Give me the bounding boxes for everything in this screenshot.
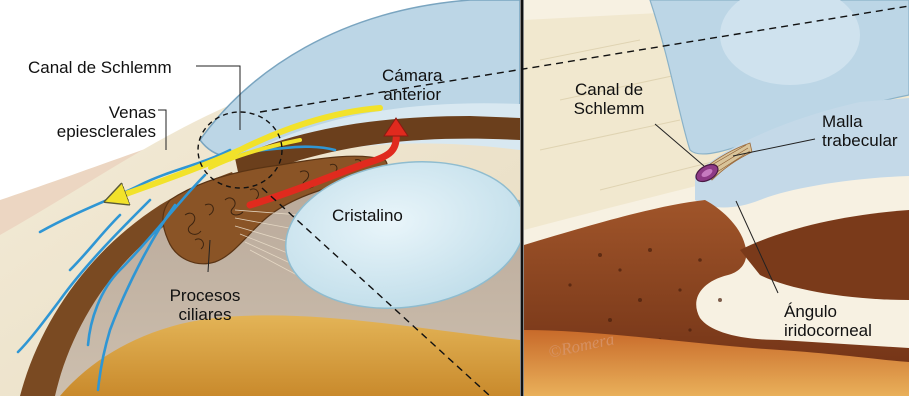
label-trabecular-meshwork: Malla trabecular [822, 112, 898, 150]
label-episcleral-veins: Venas epiesclerales [44, 103, 156, 141]
label-schlemm-canal-left: Canal de Schlemm [28, 58, 172, 77]
label-ciliary-processes: Procesos ciliares [155, 286, 255, 324]
label-iridocorneal-angle: Ángulo iridocorneal [784, 302, 872, 340]
label-schlemm-canal-right: Canal de Schlemm [559, 80, 659, 118]
label-lens: Cristalino [332, 206, 403, 225]
label-anterior-chamber: Cámara anterior [382, 66, 442, 104]
